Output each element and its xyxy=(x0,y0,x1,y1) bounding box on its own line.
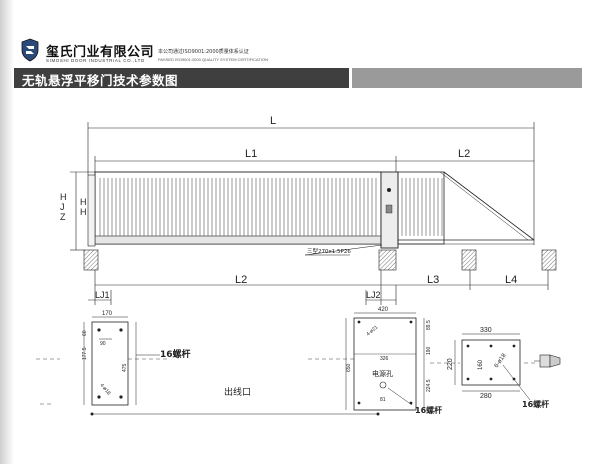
middle-plate-holes: 4-ø21 xyxy=(365,324,379,337)
label-H3: H xyxy=(80,207,87,217)
middle-plate-2245: 224.5 xyxy=(426,379,432,392)
left-plate-1775: 177.5 xyxy=(82,347,88,360)
left-plate-holes: 4-ø18 xyxy=(98,382,111,396)
motor-icon xyxy=(387,188,391,192)
label-LJ2: LJ2 xyxy=(366,290,381,300)
left-plate-475: 475 xyxy=(122,363,128,372)
label-L2-lower: L2 xyxy=(235,274,247,286)
base-plate-right xyxy=(430,333,536,401)
middle-plate-895: 89.5 xyxy=(426,320,432,330)
left-plate-width: 170 xyxy=(102,311,113,317)
company-name-english: SIMOSHI DOOR INDUSTRIAL CO.,LTD xyxy=(46,58,145,63)
right-plate-holes: 6-ø18 xyxy=(494,352,508,369)
label-H2: H xyxy=(80,197,87,207)
middle-plate-326: 326 xyxy=(380,356,389,362)
label-H: H xyxy=(60,192,67,202)
right-plate-280: 280 xyxy=(480,393,492,400)
company-name: 玺氏门业有限公司 xyxy=(46,45,155,60)
foundation-right xyxy=(461,249,477,271)
page-edge-shadow xyxy=(0,0,14,464)
label-J: J xyxy=(60,202,65,212)
page-title: 无轨悬浮平移门技术参数图 xyxy=(22,73,179,88)
right-plate-width: 330 xyxy=(480,327,492,334)
title-bar-accent xyxy=(352,68,582,88)
middle-plate-190: 190 xyxy=(426,346,432,355)
gate-body xyxy=(94,171,382,245)
left-plate-90: 90 xyxy=(100,341,106,347)
outlet-label: 出线口 xyxy=(224,386,251,398)
rail-note: 三型270x1.5P26 xyxy=(307,247,351,255)
label-L1: L1 xyxy=(245,148,257,160)
label-L: L xyxy=(270,115,276,127)
tail-section xyxy=(397,171,535,245)
foundation-far-right xyxy=(541,249,557,271)
label-LJ1: LJ1 xyxy=(95,290,110,300)
label-L3: L3 xyxy=(427,274,439,286)
middle-bolt-label: 16螺杆 xyxy=(415,405,442,415)
label-L2-upper: L2 xyxy=(458,148,470,160)
base-plate-left xyxy=(36,316,380,416)
right-plate-220: 220 xyxy=(447,358,454,370)
base-plate-middle xyxy=(308,312,425,411)
company-logo-icon xyxy=(21,38,39,62)
left-bolt-label: 16螺杆 xyxy=(160,348,191,360)
right-bolt-label: 16螺杆 xyxy=(522,399,549,409)
foundation-left xyxy=(83,249,99,271)
left-plate-60: 60 xyxy=(82,330,88,336)
label-Z: Z xyxy=(60,212,66,222)
middle-plate-81: 81 xyxy=(380,397,386,403)
left-stopper xyxy=(87,174,96,247)
certification-text: 本公司通过ISO9001:2000质量体系认证 xyxy=(158,49,249,55)
label-L4: L4 xyxy=(505,274,517,286)
right-plate-160: 160 xyxy=(478,359,484,370)
title-bar xyxy=(14,68,349,88)
foundation-middle xyxy=(378,249,397,271)
certification-text-english: PASSED ISO9001:2000 QUALITY SYSTEM CERTI… xyxy=(158,57,268,62)
cable-hole-label: 电源孔 xyxy=(372,369,393,378)
middle-plate-650: 650 xyxy=(346,363,352,372)
middle-plate-width: 420 xyxy=(378,307,389,313)
bolt-symbol-icon xyxy=(534,354,561,368)
